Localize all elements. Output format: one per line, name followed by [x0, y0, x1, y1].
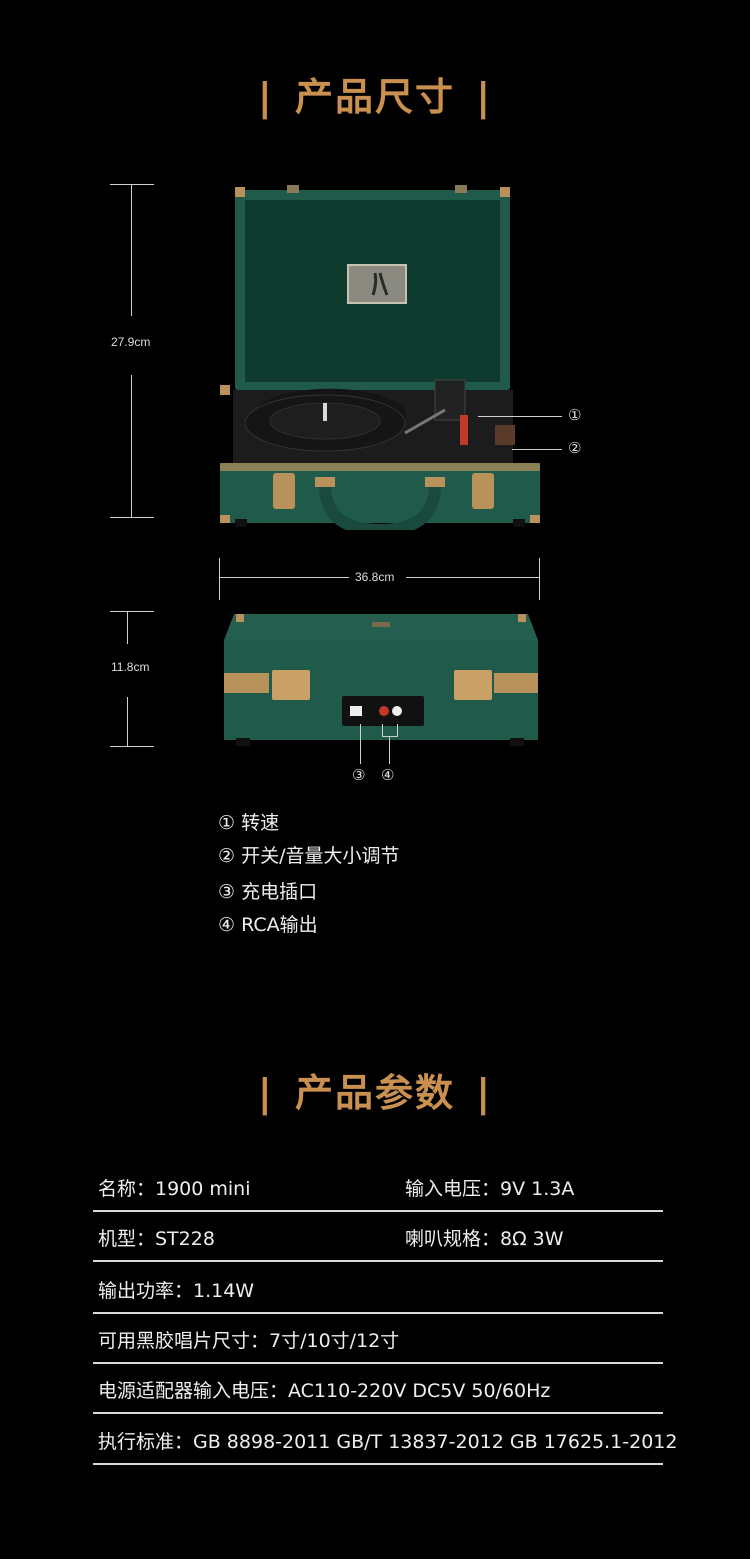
depth-dim-cap-top — [110, 611, 154, 612]
record-player-open-image — [220, 185, 540, 530]
callout-2: ② — [568, 439, 582, 457]
spec-row: 可用黑胶唱片尺寸：7寸/10寸/12寸 — [93, 1312, 663, 1364]
callout-4: ④ — [381, 766, 395, 784]
spec-model: 机型：ST228 — [98, 1228, 215, 1250]
title-bar-right: | — [476, 1071, 493, 1115]
legend-item-rca-output: ④ RCA输出 — [218, 914, 318, 936]
height-dim-cap-bottom — [110, 517, 154, 518]
callout-4-line — [389, 736, 390, 764]
callout-3-line — [360, 724, 361, 764]
height-dim-line-upper — [131, 184, 132, 316]
width-dim-line-right — [406, 577, 539, 578]
callout-4-bracket-right — [397, 724, 398, 736]
spec-row: 机型：ST228 喇叭规格：8Ω 3W — [93, 1210, 663, 1262]
spec-input-voltage: 输入电压：9V 1.3A — [405, 1178, 575, 1200]
size-section-title: | 产品尺寸 | — [0, 66, 750, 121]
spec-output-power: 输出功率：1.14W — [98, 1280, 255, 1302]
record-player-closed-image — [224, 614, 538, 746]
spec-name: 名称：1900 mini — [98, 1178, 251, 1200]
title-bar-left: | — [257, 1071, 274, 1115]
title-bar-left: | — [257, 75, 274, 119]
depth-dim-cap-bottom — [110, 746, 154, 747]
callout-4-bracket-left — [382, 724, 383, 736]
callout-3: ③ — [352, 766, 366, 784]
height-dim-line-lower — [131, 375, 132, 517]
height-dim-label: 27.9cm — [111, 335, 151, 349]
spec-speaker: 喇叭规格：8Ω 3W — [405, 1228, 564, 1250]
width-dim-cap-left — [219, 558, 220, 600]
depth-dim-label: 11.8cm — [111, 660, 150, 674]
spec-row: 输出功率：1.14W — [93, 1262, 663, 1314]
spec-row: 电源适配器输入电压：AC110-220V DC5V 50/60Hz — [93, 1362, 663, 1414]
legend-item-charging-port: ③ 充电插口 — [218, 881, 318, 903]
spec-adapter-voltage: 电源适配器输入电压：AC110-220V DC5V 50/60Hz — [98, 1380, 551, 1402]
size-title-text: 产品尺寸 — [294, 75, 455, 119]
title-bar-right: | — [476, 75, 493, 119]
depth-dim-line-upper — [127, 611, 128, 644]
callout-4-bracket-bottom — [382, 736, 398, 737]
legend-item-power-volume: ② 开关/音量大小调节 — [218, 845, 400, 867]
height-dim-cap-top — [110, 184, 154, 185]
depth-dim-line-lower — [127, 697, 128, 746]
spec-standard: 执行标准：GB 8898-2011 GB/T 13837-2012 GB 176… — [98, 1431, 678, 1453]
width-dim-label: 36.8cm — [355, 570, 395, 584]
width-dim-cap-right — [539, 558, 540, 600]
params-title-text: 产品参数 — [294, 1071, 455, 1115]
spec-row: 执行标准：GB 8898-2011 GB/T 13837-2012 GB 176… — [93, 1413, 677, 1465]
width-dim-line-left — [219, 577, 349, 578]
callout-2-line — [512, 449, 562, 450]
spec-row: 名称：1900 mini 输入电压：9V 1.3A — [93, 1160, 663, 1212]
params-section-title: | 产品参数 | — [0, 1062, 750, 1117]
callout-1-line — [478, 416, 562, 417]
callout-1: ① — [568, 406, 582, 424]
spec-record-size: 可用黑胶唱片尺寸：7寸/10寸/12寸 — [98, 1330, 400, 1352]
legend-item-speed: ① 转速 — [218, 812, 280, 834]
